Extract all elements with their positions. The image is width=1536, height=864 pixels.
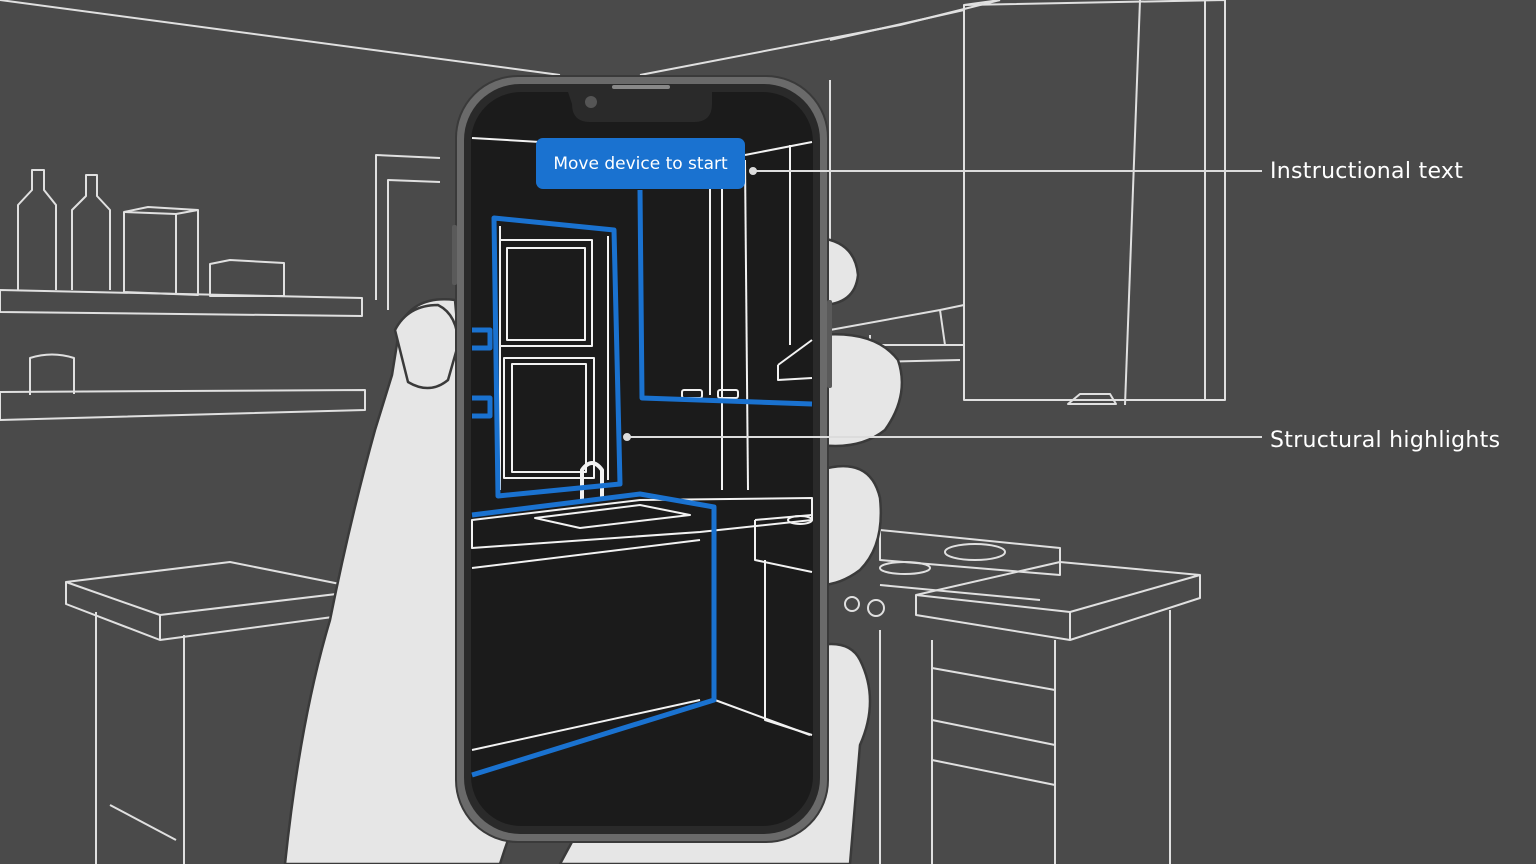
room-line-art: [0, 0, 1226, 864]
front-camera-icon: [585, 96, 597, 108]
structural-highlights-dot: [623, 433, 631, 441]
ar-camera-view: [471, 137, 813, 751]
instructional-text-dot: [749, 167, 757, 175]
callout-lines: [623, 167, 1262, 441]
callout-label-instructional-text: Instructional text: [1270, 159, 1464, 184]
structural-highlights: [471, 189, 813, 778]
phone-device: [452, 75, 832, 843]
instruction-pill: Move device to start: [536, 138, 745, 189]
callout-label-structural-highlights: Structural highlights: [1270, 428, 1501, 453]
